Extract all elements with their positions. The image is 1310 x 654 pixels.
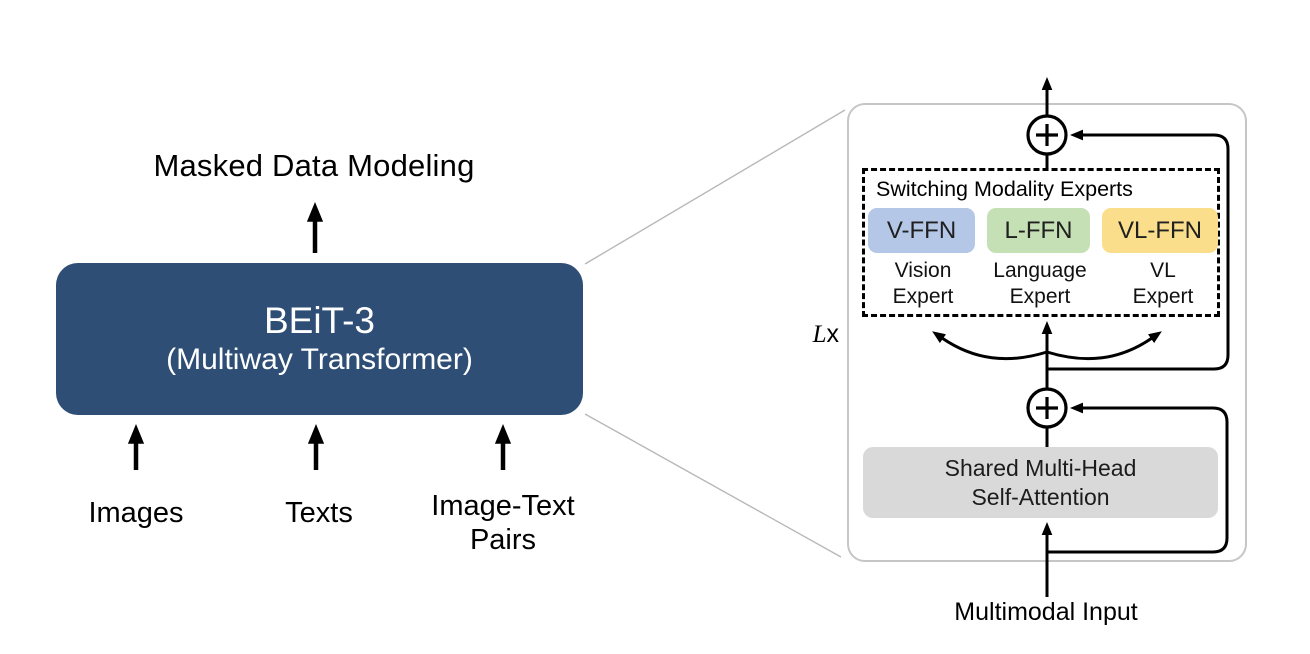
vl-ffn-box: VL-FFN: [1102, 208, 1218, 253]
input-label-images: Images: [88, 497, 184, 529]
shared-self-attention-box: Shared Multi-Head Self-Attention: [863, 447, 1218, 518]
experts-group-title: Switching Modality Experts: [876, 177, 1133, 201]
v-ffn-box: V-FFN: [868, 208, 975, 253]
layer-count-coefficient: L: [812, 321, 827, 348]
zoom-connector-bottom-line: [584, 413, 842, 558]
masked-data-modeling-label: Masked Data Modeling: [153, 148, 475, 183]
input-label-texts: Texts: [285, 497, 353, 529]
language-expert-label: Language Expert: [993, 259, 1087, 308]
vision-expert-label: Vision Expert: [892, 259, 954, 308]
layer-count-label: Lx: [783, 320, 839, 349]
multimodal-input-label: Multimodal Input: [954, 598, 1138, 626]
vl-expert-label: VL Expert: [1132, 259, 1194, 308]
beit3-model-box: BEiT-3 (Multiway Transformer): [56, 263, 583, 415]
input-label-image-text-pairs: Image-Text Pairs: [431, 490, 575, 556]
model-name: BEiT-3: [263, 300, 376, 341]
l-ffn-box: L-FFN: [987, 208, 1090, 253]
zoom-connector-top-line: [584, 109, 846, 265]
model-subtitle: (Multiway Transformer): [166, 343, 473, 376]
layer-count-suffix: x: [826, 320, 840, 348]
